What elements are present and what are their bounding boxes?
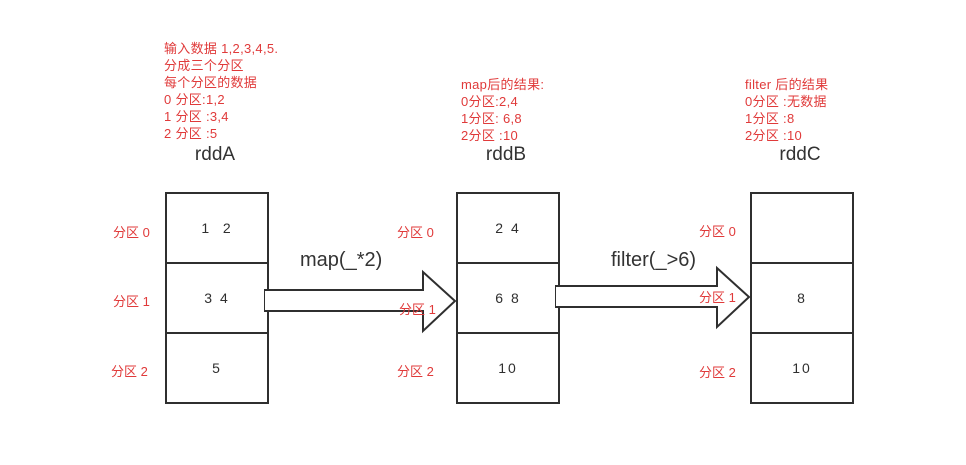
- rddb-partition0-cell: 2 4: [495, 220, 521, 236]
- rdda-table: 1 2 3 4 5: [165, 192, 269, 404]
- filter-arrow-label: filter(_>6): [611, 249, 697, 271]
- rdda-partition0-cell: 1 2: [201, 220, 233, 236]
- rddc-partition0-label: 分区 0: [699, 224, 736, 239]
- map-arrow: [264, 269, 457, 334]
- annotation-input-data: 输入数据 1,2,3,4,5. 分成三个分区 每个分区的数据 0 分区:1,2 …: [164, 41, 279, 141]
- rdda-title: rddA: [194, 144, 236, 165]
- rdda-partition2-cell: 5: [167, 332, 267, 402]
- rddb-partition1-label: 分区 1: [399, 302, 436, 317]
- rddc-partition1-label: 分区 1: [699, 290, 736, 305]
- filter-arrow: [555, 265, 751, 330]
- rddb-title: rddB: [485, 144, 527, 165]
- rddc-partition1-cell: 8: [752, 262, 852, 332]
- rddb-partition2-cell: 10: [458, 332, 558, 402]
- rdda-partition1-label: 分区 1: [113, 294, 150, 309]
- rddc-table: 8 10: [750, 192, 854, 404]
- rdda-partition0-label: 分区 0: [113, 225, 150, 240]
- rddc-partition2-cell: 10: [752, 332, 852, 402]
- rddc-title: rddC: [779, 144, 821, 165]
- rddb-partition2-label: 分区 2: [397, 364, 434, 379]
- rddb-partition1-cell: 6 8: [458, 262, 558, 332]
- annotation-filter-result: filter 后的结果 0分区 :无数据 1分区 :8 2分区 :10: [745, 77, 829, 143]
- annotation-map-result: map后的结果: 0分区:2,4 1分区: 6,8 2分区 :10: [461, 77, 545, 143]
- rddb-table: 2 4 6 8 10: [456, 192, 560, 404]
- map-arrow-label: map(_*2): [300, 249, 383, 271]
- rddc-partition0-cell: [752, 194, 852, 262]
- rddb-partition0-label: 分区 0: [397, 225, 434, 240]
- rdda-partition1-cell: 3 4: [167, 262, 267, 332]
- rddc-partition2-label: 分区 2: [699, 365, 736, 380]
- rdda-partition2-label: 分区 2: [111, 364, 148, 379]
